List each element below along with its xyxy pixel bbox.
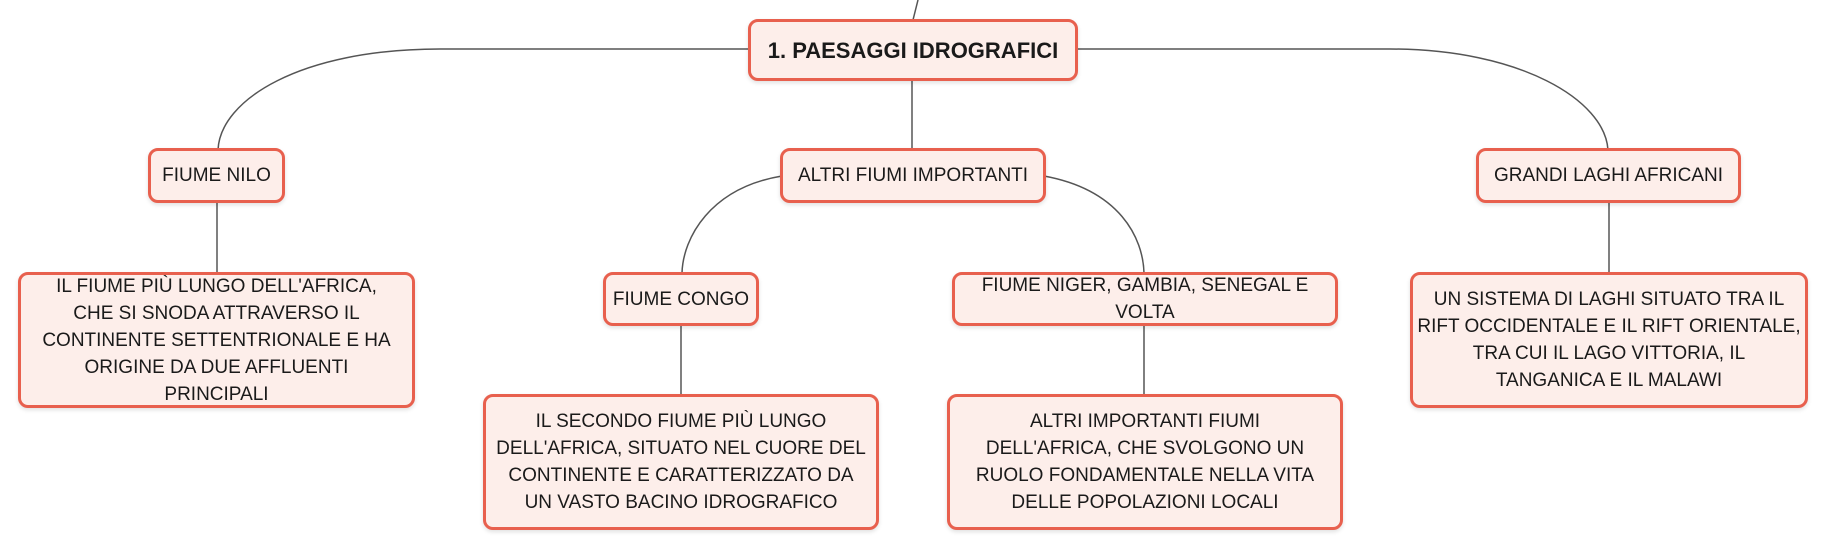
root-label: 1. PAESAGGI IDROGRAFICI [767, 37, 1059, 63]
node-laghi-detail-text: UN SISTEMA DI LAGHI SITUATO TRA IL RIFT … [1417, 289, 1801, 391]
node-congo-detail[interactable]: IL SECONDO FIUME PIÙ LUNGO DELL'AFRICA, … [483, 394, 879, 530]
node-altri-fiumi-label: ALTRI FIUMI IMPORTANTI [797, 165, 1029, 186]
node-fiume-congo[interactable]: FIUME CONGO [603, 272, 759, 326]
node-nilo-detail[interactable]: IL FIUME PIÙ LUNGO DELL'AFRICA, CHE SI S… [18, 272, 415, 408]
node-nilo-detail-text: IL FIUME PIÙ LUNGO DELL'AFRICA, CHE SI S… [42, 275, 391, 405]
node-fiume-nilo[interactable]: FIUME NILO [148, 148, 285, 203]
connector-altri-congo [681, 175, 783, 274]
node-niger-detail[interactable]: ALTRI IMPORTANTI FIUMI DELL'AFRICA, CHE … [947, 394, 1343, 530]
node-grandi-laghi-label: GRANDI LAGHI AFRICANI [1493, 165, 1724, 186]
connector-altri-niger [1043, 175, 1145, 274]
node-laghi-detail[interactable]: UN SISTEMA DI LAGHI SITUATO TRA IL RIFT … [1410, 272, 1808, 408]
node-altri-fiumi[interactable]: ALTRI FIUMI IMPORTANTI [780, 148, 1046, 203]
connector-parent-root [912, 0, 919, 21]
connector-root-nilo [217, 48, 749, 151]
node-fiume-niger[interactable]: FIUME NIGER, GAMBIA, SENEGAL E VOLTA [952, 272, 1338, 326]
node-fiume-niger-label: FIUME NIGER, GAMBIA, SENEGAL E VOLTA [981, 275, 1309, 323]
node-fiume-congo-label: FIUME CONGO [612, 288, 750, 310]
node-grandi-laghi[interactable]: GRANDI LAGHI AFRICANI [1476, 148, 1741, 203]
node-fiume-nilo-label: FIUME NILO [162, 165, 271, 186]
node-congo-detail-text: IL SECONDO FIUME PIÙ LUNGO DELL'AFRICA, … [496, 411, 866, 513]
root-node[interactable]: 1. PAESAGGI IDROGRAFICI [748, 19, 1078, 81]
node-niger-detail-text: ALTRI IMPORTANTI FIUMI DELL'AFRICA, CHE … [975, 411, 1315, 513]
connector-root-laghi [1077, 48, 1609, 151]
